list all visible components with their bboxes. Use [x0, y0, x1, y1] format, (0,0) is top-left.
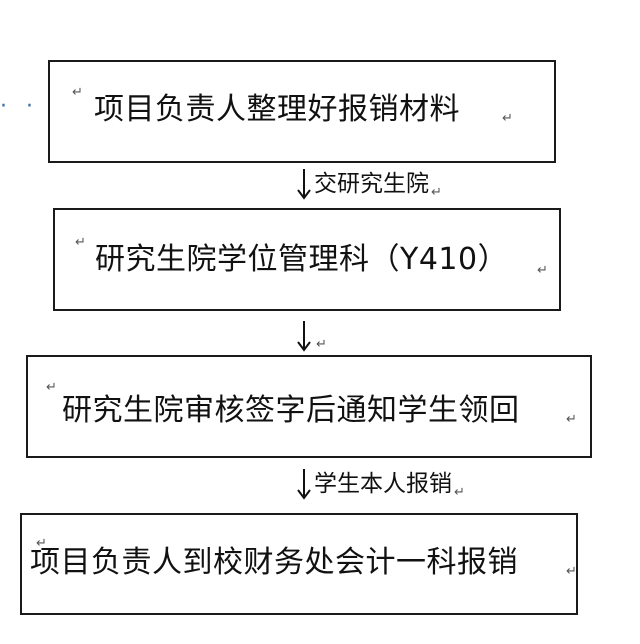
flow-step-2: ↵ 研究生院学位管理科（Y410） ↵ [53, 208, 561, 311]
return-mark: ↵ [502, 111, 513, 126]
return-mark: ↵ [537, 263, 548, 278]
flow-step-1-label: 项目负责人整理好报销材料 [94, 92, 460, 127]
down-arrow-icon [297, 169, 311, 200]
flow-connector-3: 学生本人报销 ↵ [296, 466, 465, 502]
flow-step-4-label: 项目负责人到校财务处会计一科报销 [30, 545, 518, 580]
down-arrow-icon [297, 321, 311, 352]
flow-connector-3-label: 学生本人报销 [314, 471, 452, 497]
return-mark: ↵ [75, 235, 86, 250]
flow-step-3-label: 研究生院审核签字后通知学生领回 [62, 393, 520, 428]
down-arrow-icon [297, 469, 311, 500]
return-mark: ↵ [72, 85, 83, 100]
flow-step-1: ↵ 项目负责人整理好报销材料 ↵ [48, 60, 556, 163]
return-mark: ↵ [316, 337, 327, 352]
return-mark: ↵ [431, 185, 442, 200]
flow-step-4: ↵ 项目负责人到校财务处会计一科报销 ↵ [20, 513, 578, 615]
flow-connector-1-label: 交研究生院 [314, 171, 429, 197]
return-mark: ↵ [566, 564, 577, 579]
return-mark: ↵ [454, 485, 465, 500]
flow-step-2-label: 研究生院学位管理科（Y410） [95, 242, 509, 277]
return-mark: ↵ [566, 412, 577, 427]
return-mark: ↵ [36, 536, 47, 551]
flow-connector-2: ↵ [296, 318, 327, 354]
flow-connector-1: 交研究生院 ↵ [296, 166, 442, 202]
flow-step-3: ↵ 研究生院审核签字后通知学生领回 ↵ [26, 355, 592, 458]
return-mark: ↵ [46, 380, 57, 395]
